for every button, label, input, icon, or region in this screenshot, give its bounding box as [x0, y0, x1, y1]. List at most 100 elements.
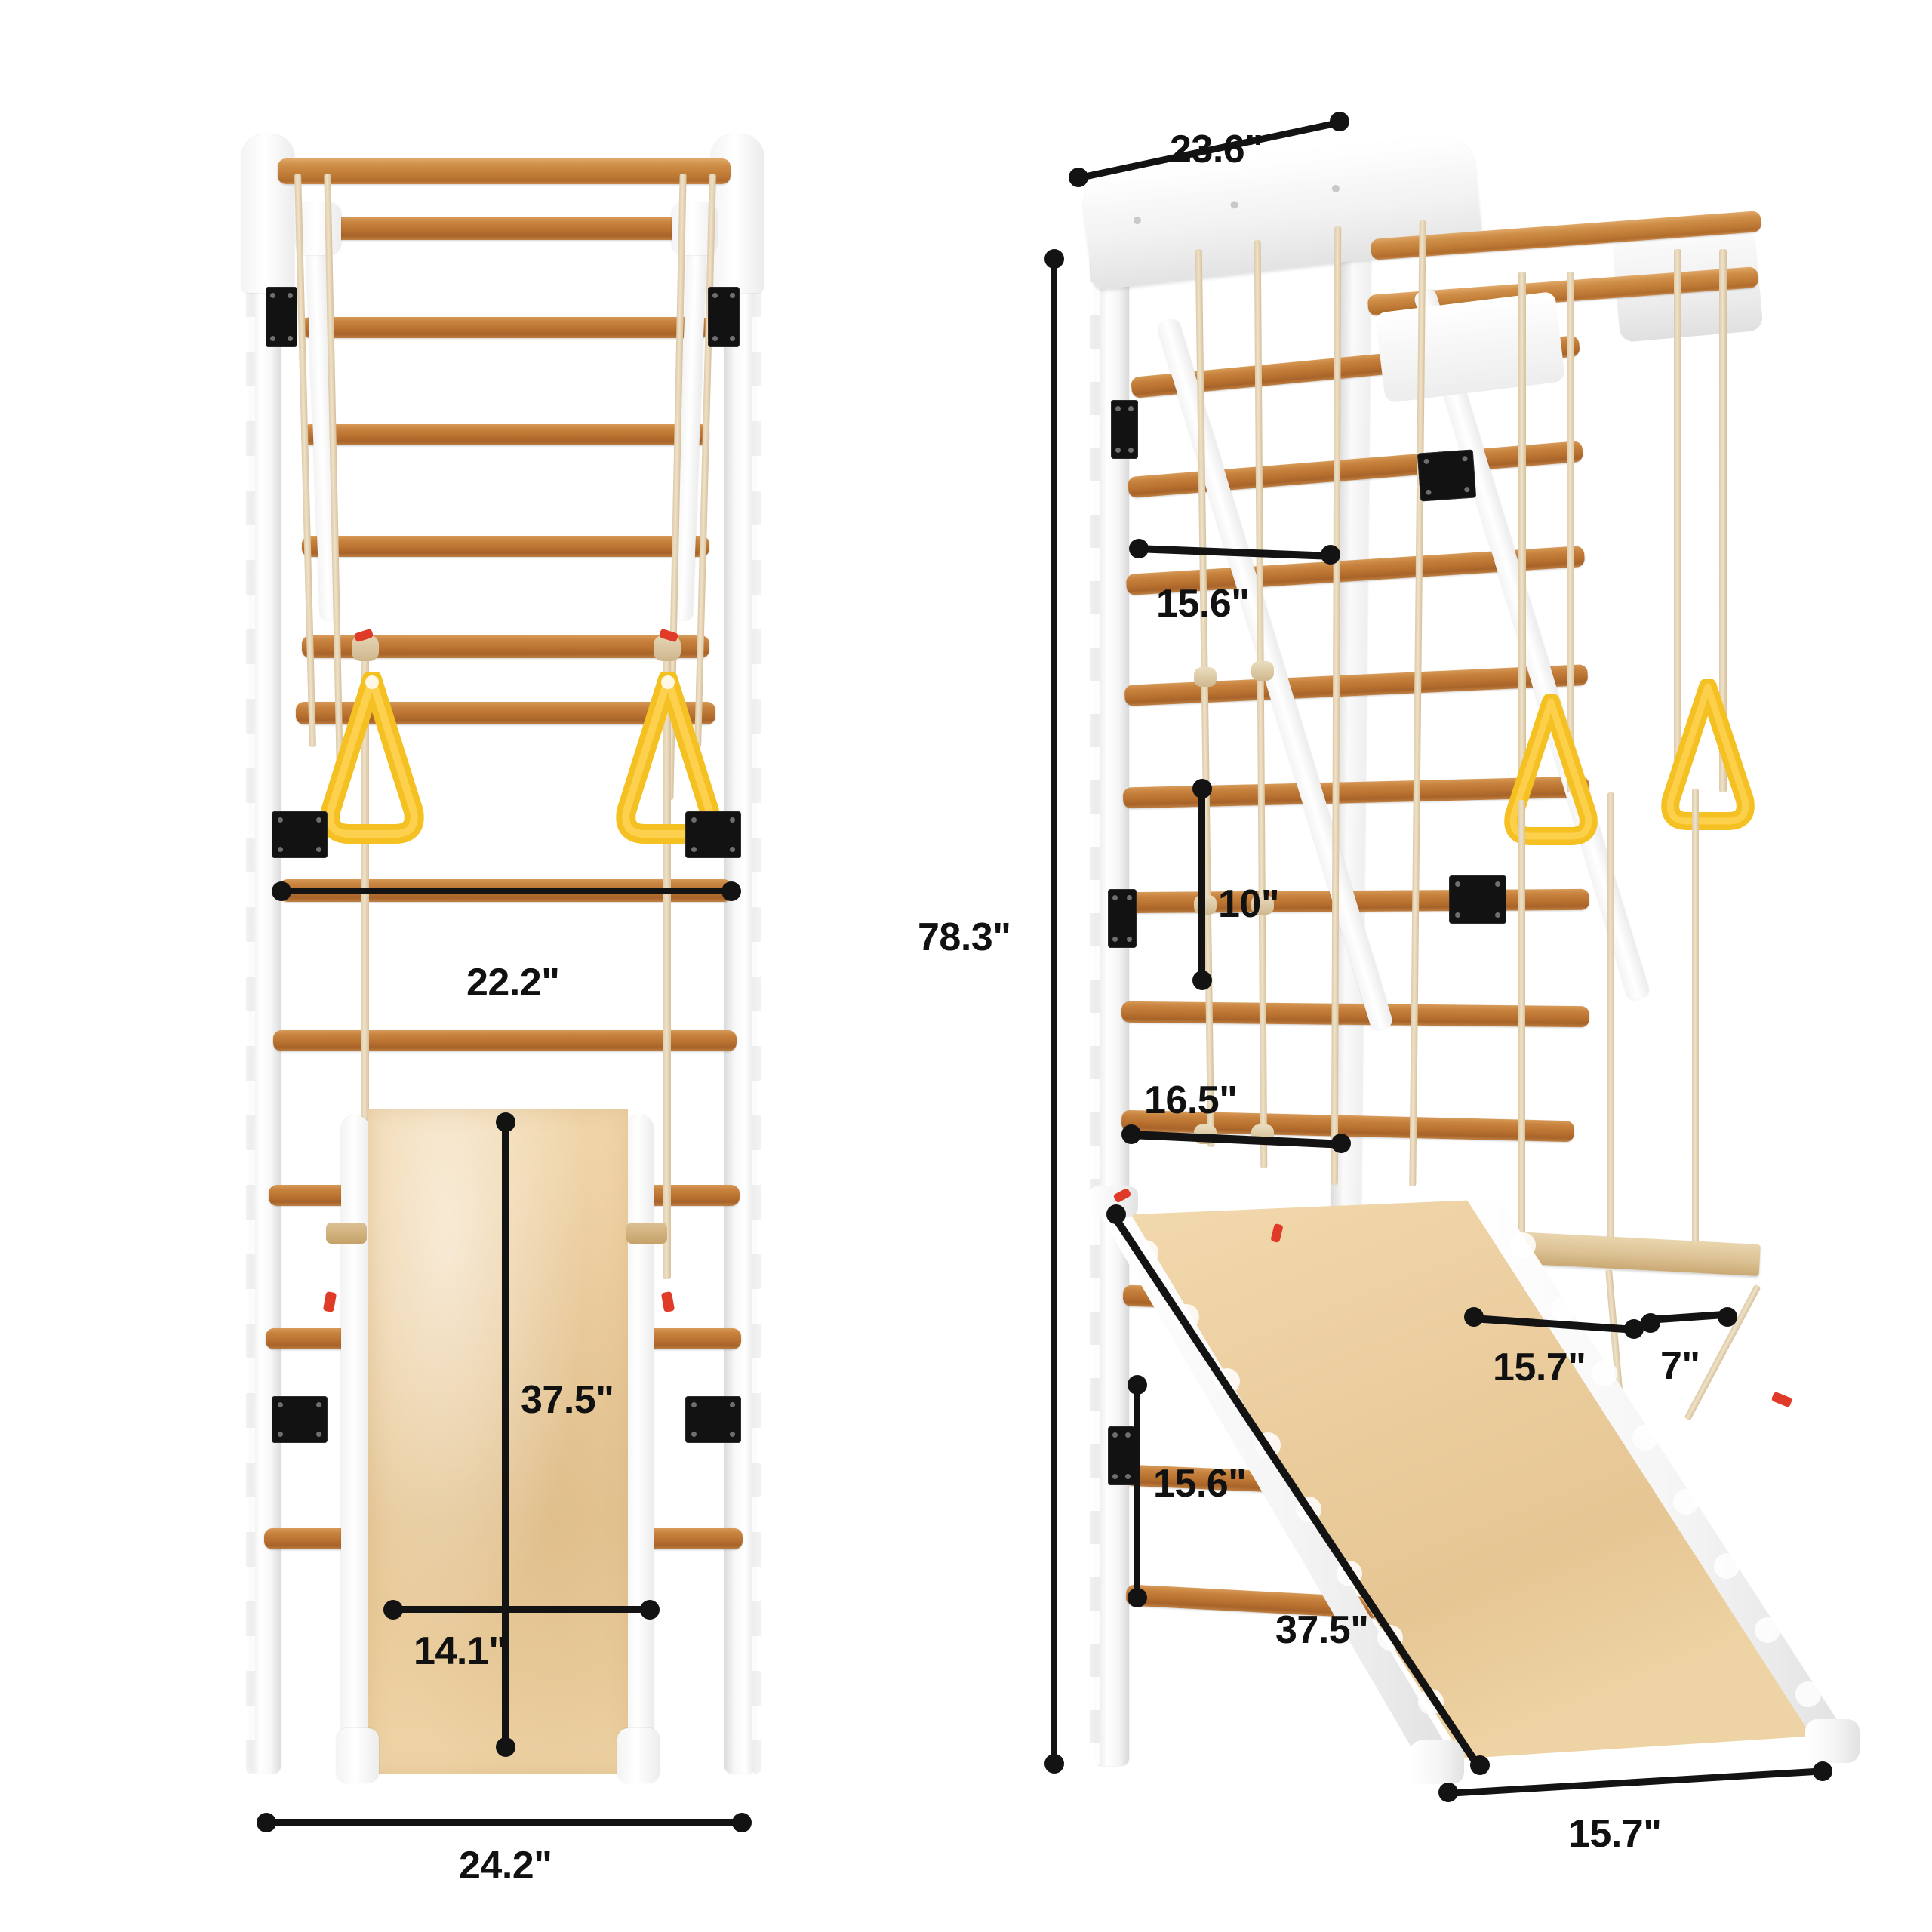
persp-knot-2: [1251, 661, 1274, 681]
dim-label-rung-spacing: 10": [1218, 882, 1280, 926]
persp-bracket-mid-right: [1449, 875, 1506, 924]
front-left-upright-scallops: [246, 143, 257, 1774]
persp-knot-1: [1194, 667, 1217, 687]
dim-dot-rope-rung-a: [1121, 1124, 1141, 1144]
front-slide-foot-left: [337, 1728, 379, 1783]
persp-bracket-low: [1108, 1426, 1135, 1485]
persp-bracket-mid-left: [1108, 889, 1137, 948]
persp-ring-rope-right-a: [1674, 249, 1681, 792]
front-slide-rail-left: [341, 1115, 370, 1764]
persp-slide-foot-right: [1805, 1719, 1860, 1763]
dim-line-slide-width: [392, 1606, 649, 1613]
front-rung-1: [278, 158, 731, 184]
front-right-upright-scallops: [752, 143, 762, 1774]
persp-gym-ring-left: [1487, 693, 1615, 845]
persp-slide-group: [891, 0, 1932, 1932]
front-slide-rail-right: [625, 1115, 654, 1764]
dim-dot-front-width-inner-left: [272, 881, 291, 901]
dim-dot-slide-width-persp-b: [1813, 1761, 1832, 1781]
dim-dot-swing-length-b: [1624, 1319, 1644, 1339]
dim-dot-slide-width-left: [383, 1600, 403, 1620]
dim-dot-lower-rung-spacing-bottom: [1128, 1588, 1147, 1607]
dim-dot-overall-width-left: [257, 1813, 276, 1832]
dim-label-slide-width: 14.1": [414, 1629, 507, 1673]
dim-label-slide-width-persp: 15.7": [1568, 1812, 1662, 1856]
dim-line-front-width-inner: [281, 888, 731, 894]
dim-dot-slide-length-top: [496, 1112, 515, 1132]
dim-dot-upper-rung-b: [1321, 545, 1340, 565]
persp-slide-rail-right: [1464, 1195, 1847, 1740]
front-rung-9: [273, 1030, 737, 1051]
dim-label-overall-height: 78.3": [918, 915, 1011, 959]
dim-dot-overall-width-right: [732, 1813, 752, 1832]
front-bracket-mid-right: [685, 811, 741, 858]
dim-dot-depth-top-b: [1330, 112, 1349, 131]
dim-line-overall-width: [266, 1819, 741, 1826]
dim-dot-rung-spacing-top: [1192, 779, 1212, 798]
persp-slide-foot-left: [1410, 1740, 1464, 1784]
front-slide-cord-tip-right: [660, 1291, 675, 1313]
persp-knot-3: [1194, 895, 1217, 915]
dim-label-front-width-inner: 22.2": [466, 961, 560, 1004]
dim-dot-slide-length-bottom: [496, 1737, 515, 1757]
persp-gym-ring-right: [1644, 678, 1772, 830]
front-slide-hook-right: [626, 1223, 667, 1244]
persp-swing-rope-1: [1518, 800, 1525, 1253]
dim-label-lower-rung-spacing: 15.6": [1153, 1462, 1247, 1506]
front-right-upright: [724, 143, 756, 1774]
front-bracket-low-right: [685, 1396, 741, 1443]
dim-dot-slide-width-right: [640, 1600, 660, 1620]
dim-line-rung-spacing: [1198, 785, 1205, 980]
dim-label-slide-length-persp: 37.5": [1275, 1608, 1369, 1652]
persp-slide-surface: [1117, 1200, 1819, 1758]
dim-line-slide-length: [502, 1121, 509, 1746]
dim-dot-swing-length-a: [1464, 1307, 1484, 1327]
dim-dot-slide-length-persp-a: [1106, 1204, 1126, 1224]
front-hinge-block-left: [296, 202, 341, 255]
dim-line-overall-height: [1051, 257, 1057, 1764]
front-slide-hook-left: [326, 1223, 367, 1244]
dim-dot-rung-spacing-bottom: [1192, 971, 1212, 990]
front-bracket-mid-left: [272, 811, 328, 858]
dim-dot-slide-width-persp-a: [1438, 1783, 1458, 1802]
front-rung-3: [302, 317, 709, 338]
front-gym-ring-left: [300, 669, 444, 845]
persp-back-upright-scallops: [1090, 249, 1100, 1766]
persp-bracket-top: [1111, 400, 1138, 459]
front-view: 22.2" 37.5" 14.1" 24.2": [0, 0, 891, 1932]
dim-line-lower-rung-spacing: [1134, 1381, 1140, 1597]
front-rung-5: [302, 536, 709, 557]
dim-label-upper-rung: 15.6": [1156, 582, 1250, 626]
persp-knot-4: [1251, 895, 1274, 915]
dim-dot-lower-rung-spacing-top: [1128, 1375, 1147, 1395]
persp-ring-rope-right-b: [1719, 249, 1727, 792]
dim-label-swing-width: 7": [1660, 1344, 1700, 1388]
persp-slide-rail-left: [1096, 1206, 1451, 1760]
dim-dot-overall-height-top: [1044, 249, 1064, 269]
front-bracket-top-left: [266, 287, 297, 347]
persp-ring-rope-left-a: [1518, 272, 1526, 792]
front-ring-rope-right: [663, 645, 671, 1279]
dim-dot-slide-length-persp-b: [1470, 1755, 1490, 1775]
front-slide-board: [368, 1109, 628, 1774]
dim-dot-upper-rung-a: [1129, 539, 1149, 558]
front-rung-2: [302, 217, 709, 240]
front-slide-foot-right: [617, 1728, 660, 1783]
dim-dot-rope-rung-b: [1331, 1134, 1351, 1153]
persp-swing-rope-3: [1692, 789, 1699, 1253]
perspective-view: 23.6" 78.3" 15.6" 10" 16.5" 15.7" 7": [891, 0, 1932, 1932]
dim-label-rope-rung: 16.5": [1144, 1078, 1238, 1122]
persp-ring-rope-left-b: [1567, 272, 1574, 792]
dim-label-slide-length: 37.5": [521, 1378, 614, 1422]
front-bracket-top-right: [708, 287, 740, 347]
dim-label-depth-top: 23.6": [1170, 128, 1263, 171]
dim-dot-swing-width-b: [1718, 1307, 1737, 1327]
dim-dot-depth-top-a: [1069, 168, 1088, 187]
front-rung-4: [302, 424, 709, 445]
dim-dot-swing-width-a: [1641, 1313, 1660, 1333]
front-ring-rope-left: [361, 645, 369, 1279]
dim-label-swing-length: 15.7": [1493, 1346, 1586, 1389]
persp-swing-rope-2: [1607, 792, 1614, 1253]
front-bracket-low-left: [272, 1396, 328, 1443]
